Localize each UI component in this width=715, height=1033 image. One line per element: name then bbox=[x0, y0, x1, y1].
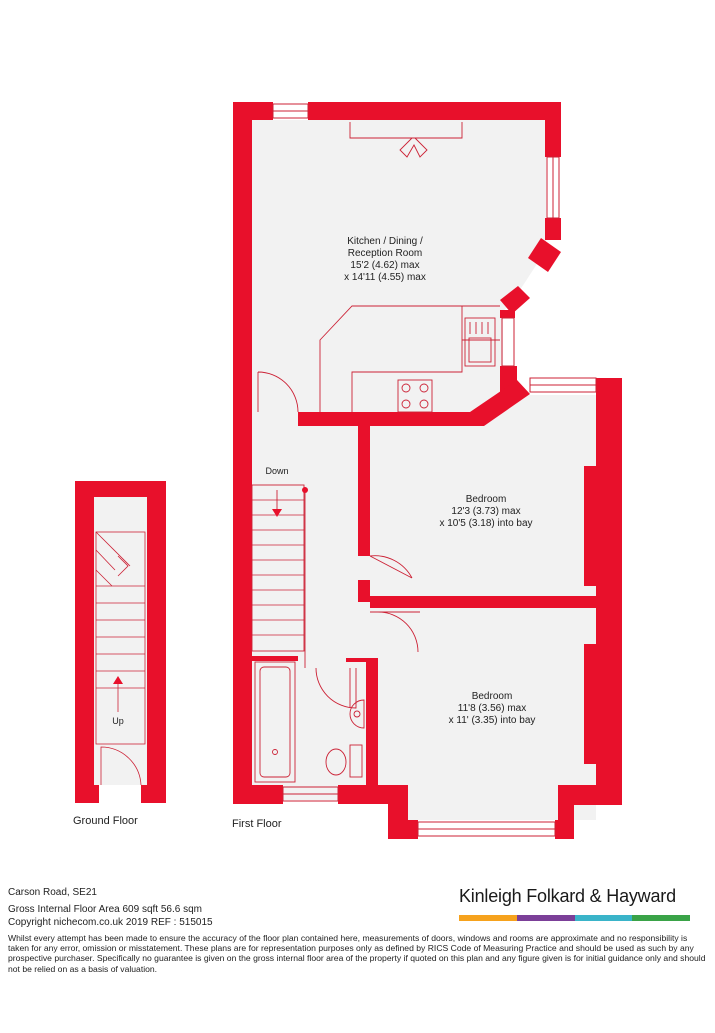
floor-area bbox=[94, 497, 150, 785]
stairs-up bbox=[95, 531, 146, 745]
wc-icon bbox=[325, 748, 347, 776]
kitchen-dim1: 15'2 (4.62) max bbox=[350, 260, 419, 271]
bedroom1-name: Bedroom bbox=[466, 494, 507, 505]
stairs-down bbox=[251, 484, 305, 652]
first-floor-label: First Floor bbox=[232, 818, 282, 830]
ground-floor-label: Ground Floor bbox=[73, 815, 138, 827]
floor-plan: Kitchen / Dining / Reception Room 15'2 (… bbox=[73, 102, 622, 839]
fixtures bbox=[251, 122, 500, 783]
windows bbox=[272, 103, 597, 837]
brand-bar-green bbox=[632, 915, 690, 921]
brand-bar-orange bbox=[459, 915, 517, 921]
brand-bar-teal bbox=[574, 915, 633, 921]
ground-floor-plan bbox=[75, 481, 166, 803]
walls bbox=[75, 481, 166, 803]
bedroom1-dim1: 12'3 (3.73) max bbox=[451, 506, 520, 517]
stairs-up-label: Up bbox=[112, 716, 124, 726]
fixtures bbox=[95, 531, 146, 786]
brand-color-bar bbox=[459, 915, 690, 921]
basin-icon bbox=[349, 699, 365, 729]
floor-area bbox=[252, 120, 596, 820]
hob-icon bbox=[397, 379, 433, 413]
kitchen-name-line2: Reception Room bbox=[348, 248, 422, 259]
brand-bar-purple bbox=[516, 915, 575, 921]
sink-icon bbox=[464, 317, 496, 367]
brand-logo-text: Kinleigh Folkard & Hayward bbox=[459, 886, 676, 906]
bath-icon bbox=[254, 661, 296, 783]
bedroom2-dim1: 11'8 (3.56) max bbox=[458, 703, 526, 714]
floor-area-text: Gross Internal Floor Area 609 sqft 56.6 … bbox=[8, 904, 202, 915]
bedroom1-dim2: x 10'5 (3.18) into bay bbox=[439, 518, 532, 529]
bedroom2-name: Bedroom bbox=[472, 691, 513, 702]
first-floor-plan bbox=[233, 102, 622, 839]
kitchen-name-line1: Kitchen / Dining / bbox=[347, 236, 423, 247]
walls bbox=[233, 102, 622, 839]
stairs-down-label: Down bbox=[265, 466, 288, 476]
disclaimer-text: Whilst every attempt has been made to en… bbox=[8, 933, 706, 974]
kitchen-dim2: x 14'11 (4.55) max bbox=[344, 272, 426, 283]
room-labels: Kitchen / Dining / Reception Room 15'2 (… bbox=[112, 236, 535, 726]
bedroom2-dim2: x 11' (3.35) into bay bbox=[449, 715, 536, 726]
copyright-text: Copyright nichecom.co.uk 2019 REF : 5150… bbox=[8, 917, 213, 928]
property-address: Carson Road, SE21 bbox=[8, 887, 97, 898]
